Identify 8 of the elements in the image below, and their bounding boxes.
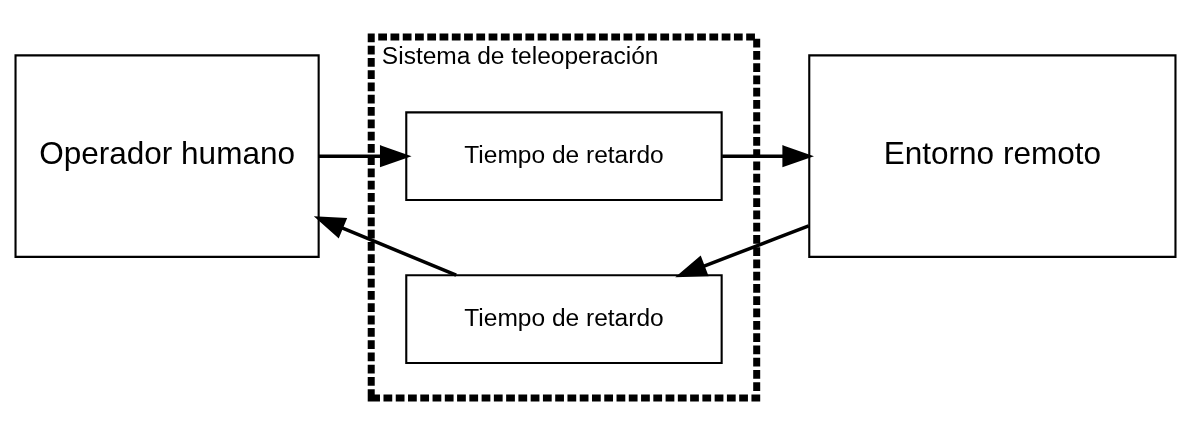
node-box: Operador humano: [14, 54, 320, 258]
arrow: [313, 216, 457, 277]
node-box: Tiempo de retardo: [405, 274, 723, 364]
arrow: [675, 224, 810, 278]
arrow: [318, 145, 412, 168]
node-box: Tiempo de retardo: [405, 111, 723, 202]
node-box: Entorno remoto: [808, 54, 1177, 258]
arrow: [722, 145, 814, 168]
